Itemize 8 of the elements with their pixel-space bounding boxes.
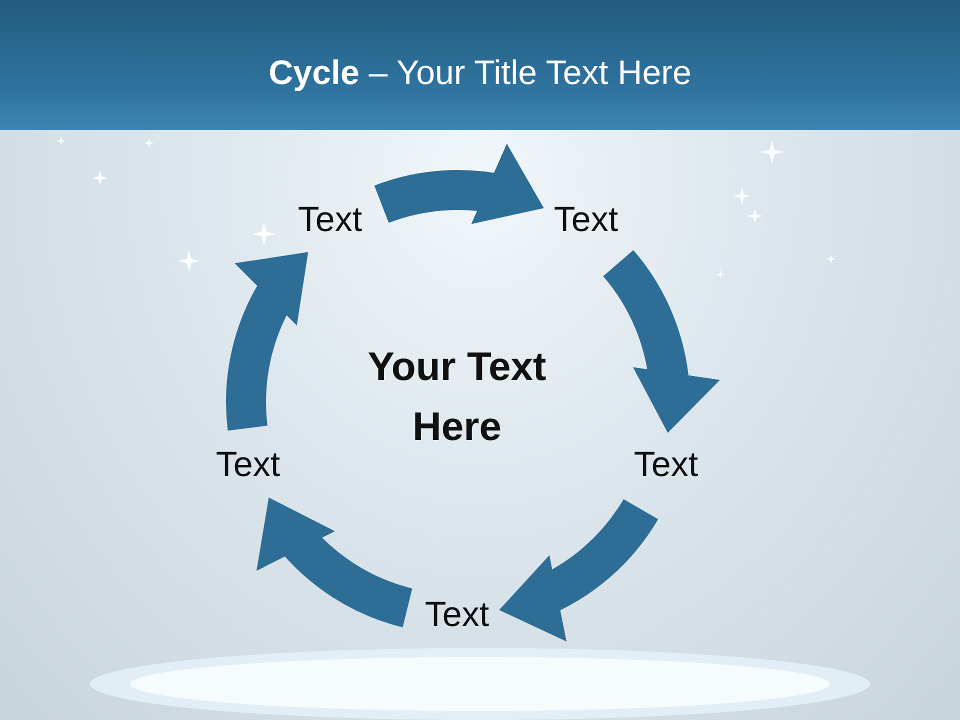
step-label: Text bbox=[554, 198, 618, 242]
step-label: Text bbox=[424, 593, 490, 637]
curved-arrow bbox=[602, 251, 717, 435]
step-label: Text bbox=[216, 443, 280, 487]
slide-title: Cycle – Your Title Text Here bbox=[268, 53, 692, 94]
step-label: Text bbox=[298, 198, 362, 242]
center-text: Your Text Here bbox=[366, 344, 548, 451]
step-label: Text bbox=[634, 443, 698, 487]
